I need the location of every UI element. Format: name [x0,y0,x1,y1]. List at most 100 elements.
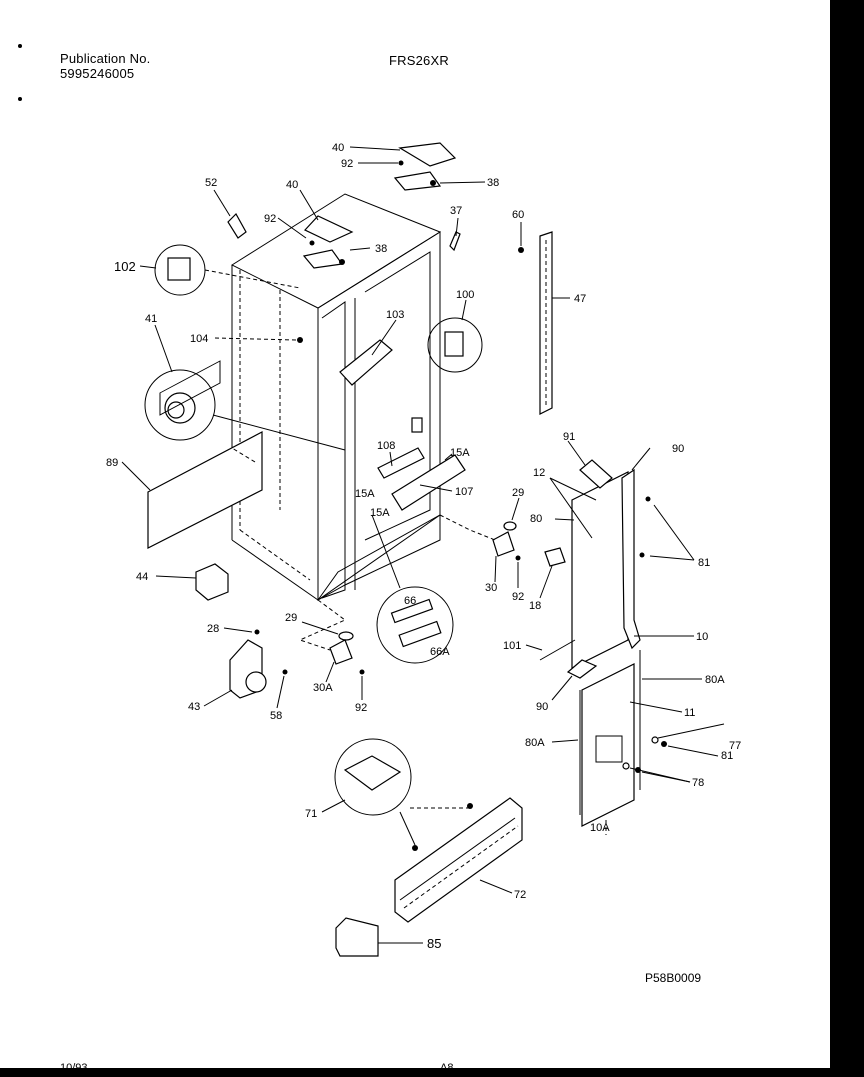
label-58: 58 [270,710,282,722]
label-77: 77 [729,740,741,752]
label-30: 30 [485,582,497,594]
part-29-right [503,521,517,531]
footer-page: A8 [440,1062,454,1074]
part-37 [449,231,461,252]
part-101 [539,639,576,661]
label-101: 101 [503,640,521,652]
part-58 [282,669,288,675]
callout-66 [376,586,454,664]
part-labels: 40 92 38 52 40 92 38 37 60 47 102 100 41… [106,142,741,985]
leader-lines [121,146,725,944]
label-47: 47 [574,293,586,305]
label-15A-lower: 15A [370,507,390,519]
label-81-upper: 81 [698,557,710,569]
label-43: 43 [188,701,200,713]
part-66A [398,620,442,648]
part-43-roller [229,639,267,699]
punch-mark [18,97,22,101]
part-102 [167,257,191,281]
top-margin [0,0,864,28]
label-11: 11 [684,707,695,719]
label-29-right: 29 [512,487,524,499]
label-102: 102 [114,259,136,274]
label-89: 89 [106,457,118,469]
page-border-bottom [0,1068,864,1077]
part-77 [651,736,659,744]
part-107 [391,454,466,511]
part-72-kickplate [394,797,523,923]
part-10-panel [571,459,641,669]
label-100: 100 [456,289,474,301]
label-104: 104 [190,333,208,345]
label-41: 41 [145,313,157,325]
label-90: 90 [536,701,548,713]
page-border-right [830,0,864,1077]
part-103 [339,339,393,386]
part-81-upper [645,496,651,502]
callout-71 [334,738,412,816]
part-28 [254,629,260,635]
part-18 [544,547,566,567]
label-30A: 30A [313,682,333,694]
label-52: 52 [205,177,217,189]
label-15A-right: 15A [450,447,470,459]
part-66 [390,598,434,624]
label-78: 78 [692,777,704,789]
label-92: 92 [264,213,276,225]
part-29 [338,631,354,641]
part-44 [195,563,229,601]
label-15A-center: 15A [355,488,375,500]
label-10A: 10A [590,822,610,834]
label-18: 18 [529,600,541,612]
label-12: 12 [533,467,545,479]
label-44: 44 [136,571,148,583]
part-71 [343,755,402,791]
label-92-right: 92 [512,591,524,603]
label-72: 72 [514,889,526,901]
label-85: 85 [427,936,441,951]
part-47-rail [539,231,553,415]
label-66A: 66A [430,646,450,658]
label-107: 107 [455,486,473,498]
part-104 [297,337,303,343]
top-hinge-right [393,142,457,191]
label-60: 60 [512,209,524,221]
label-81-lower: 81 [721,750,733,762]
label-66: 66 [404,595,416,607]
label-80A-left: 80A [525,737,545,749]
part-30 [492,531,515,557]
label-103: 103 [386,309,404,321]
part-60 [518,247,524,253]
label-92-top: 92 [341,158,353,170]
label-108: 108 [377,440,395,452]
label-10: 10 [696,631,708,643]
label-37: 37 [450,205,462,217]
part-30A [329,639,353,665]
label-71: 71 [305,808,317,820]
publication-label: Publication No. [60,51,151,66]
publication-number: 5995246005 [60,66,135,81]
label-91: 91 [563,431,575,443]
callout-100 [427,317,483,373]
top-hinge-left [302,215,354,269]
part-85 [335,917,379,957]
part-90 [566,659,598,679]
part-92-right [515,555,521,561]
label-40-top: 40 [332,142,344,154]
label-40: 40 [286,179,298,191]
part-89-panel [147,360,263,549]
label-28: 28 [207,623,219,635]
part-100-mount [411,417,423,433]
label-90-top: 90 [672,443,684,455]
exploded-parts-diagram: 40 92 38 52 40 92 38 37 60 47 102 100 41… [106,142,741,985]
model-number: FRS26XR [389,53,449,68]
label-38: 38 [375,243,387,255]
footer-date: 10/93 [60,1062,88,1074]
punch-mark [18,44,22,48]
callout-41 [144,369,216,441]
part-108 [377,447,425,479]
label-29: 29 [285,612,297,624]
part-81-lower [661,741,667,747]
label-38-top: 38 [487,177,499,189]
part-100 [444,331,464,357]
